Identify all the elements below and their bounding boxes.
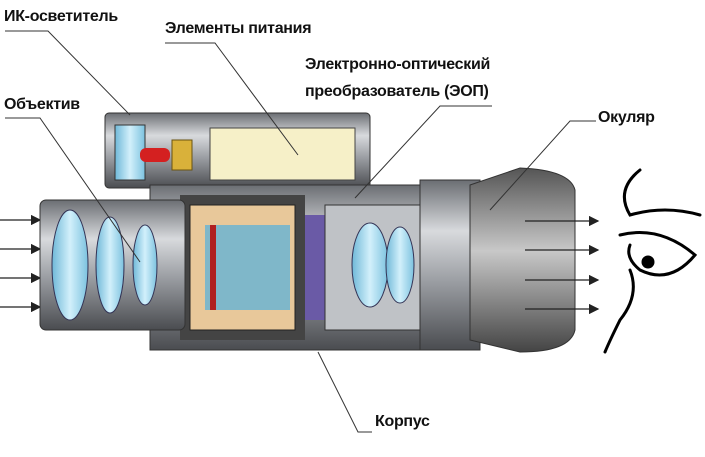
label-converter-line1: Электронно-оптический (305, 56, 491, 73)
label-converter-line2: преобразователь (ЭОП) (305, 83, 489, 100)
output-light-arrows (525, 215, 600, 315)
objective-lens (39, 199, 186, 331)
ir-led (140, 148, 170, 162)
ir-illuminator-housing (104, 112, 371, 189)
eyepiece (419, 167, 576, 353)
housing-body (149, 184, 451, 351)
battery (209, 127, 356, 181)
image-intensifier (205, 225, 290, 310)
label-eyepiece: Окуляр (598, 109, 655, 126)
leader-lines (5, 30, 596, 433)
eye-icon (603, 168, 702, 354)
label-ir-illuminator: ИК-осветитель (4, 8, 118, 25)
label-batteries: Элементы питания (165, 20, 312, 37)
label-objective: Объектив (4, 96, 80, 113)
input-light-arrows (0, 214, 42, 313)
label-housing: Корпус (375, 413, 430, 430)
